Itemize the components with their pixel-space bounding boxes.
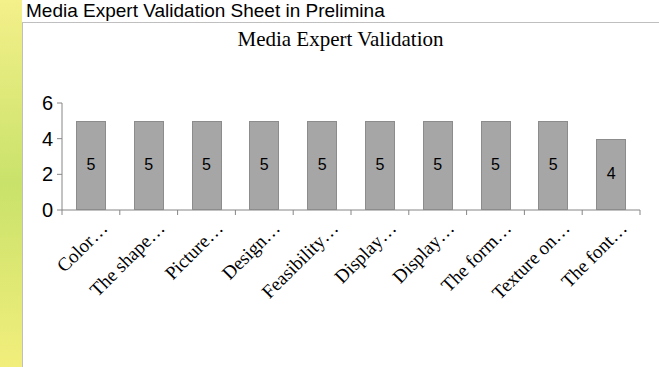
chart-title: Media Expert Validation [0,27,659,52]
value-label: 5 [308,156,336,174]
x-tick [177,210,178,215]
x-tick [408,210,409,215]
y-tick [57,174,62,175]
x-tick [62,210,63,215]
x-tick [351,210,352,215]
y-tick [57,103,62,104]
value-label: 5 [424,156,452,174]
y-tick [57,210,62,211]
value-label: 5 [135,156,163,174]
bar: 5 [307,121,337,210]
axis-tick-label: 6 [42,92,53,114]
value-label: 4 [597,165,625,183]
x-tick [582,210,583,215]
x-tick [640,210,641,215]
x-tick [466,210,467,215]
x-tick [235,210,236,215]
bar: 5 [134,121,164,210]
value-label: 5 [250,156,278,174]
value-label: 5 [77,156,105,174]
slide-strip [0,0,22,367]
axis-tick-label: 4 [42,128,53,150]
value-label: 5 [193,156,221,174]
x-tick [293,210,294,215]
bar: 5 [538,121,568,210]
axis-tick-label: 2 [42,163,53,185]
value-label: 5 [366,156,394,174]
slide-heading: Media Expert Validation Sheet in Prelimi… [26,0,385,21]
bar: 5 [192,121,222,210]
axis-tick-label: 0 [42,199,53,221]
x-tick [524,210,525,215]
y-axis [62,103,63,210]
bar: 5 [76,121,106,210]
bar: 5 [423,121,453,210]
x-tick [119,210,120,215]
value-label: 5 [539,156,567,174]
chart-panel [23,23,659,367]
bar: 5 [365,121,395,210]
value-label: 5 [482,156,510,174]
bar: 5 [249,121,279,210]
y-tick [57,138,62,139]
bar: 4 [596,139,626,210]
axes [57,103,640,215]
bar: 5 [481,121,511,210]
